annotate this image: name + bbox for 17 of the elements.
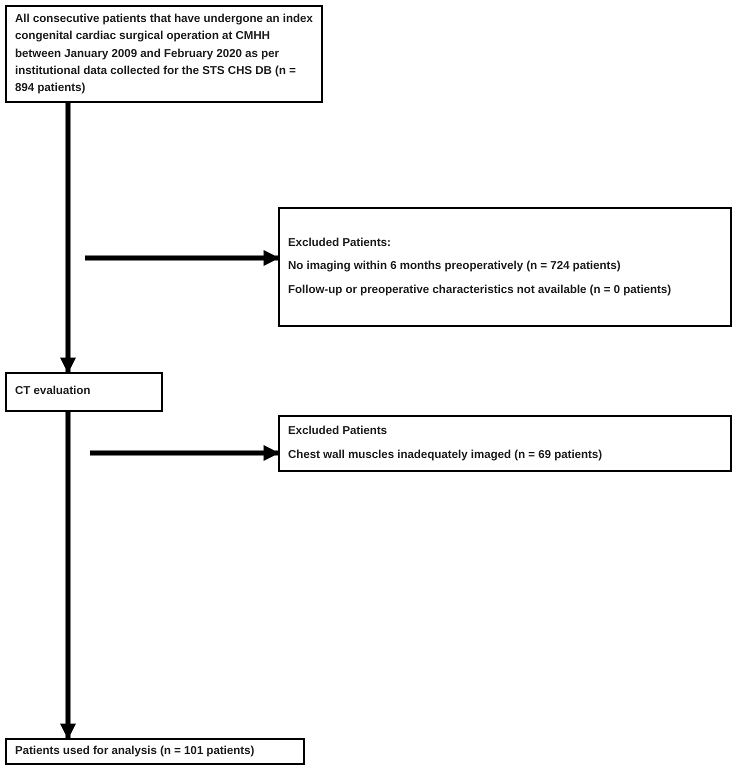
process-box [5,5,323,103]
box-text: Follow-up or preoperative characteristics not available (n = 0 patients) [288,282,672,298]
box-heading: Excluded Patients: [288,236,392,252]
box-heading: Excluded Patients [288,424,388,440]
process-box [5,738,305,765]
arrow [60,103,76,374]
process-box [278,207,732,327]
box-text: Patients used for analysis (n = 101 patients) [15,744,256,759]
process-box [5,372,163,412]
arrow [85,250,280,266]
process-box [278,415,732,472]
box-text: Chest wall muscles inadequately imaged (n = 69 patients) [288,448,604,462]
box-text: All consecutive patients that have undergone an index congenital cardiac surgical operation at CMHH between January 2009 and February 2020 as per institutional data collected for the STS CHS DB (n = 894 patients) [15,12,313,96]
box-text: CT evaluation [15,384,92,400]
box-text: No imaging within 6 months preoperatively (n = 724 patients) [288,259,622,274]
arrow [90,445,280,461]
arrow [60,412,76,740]
